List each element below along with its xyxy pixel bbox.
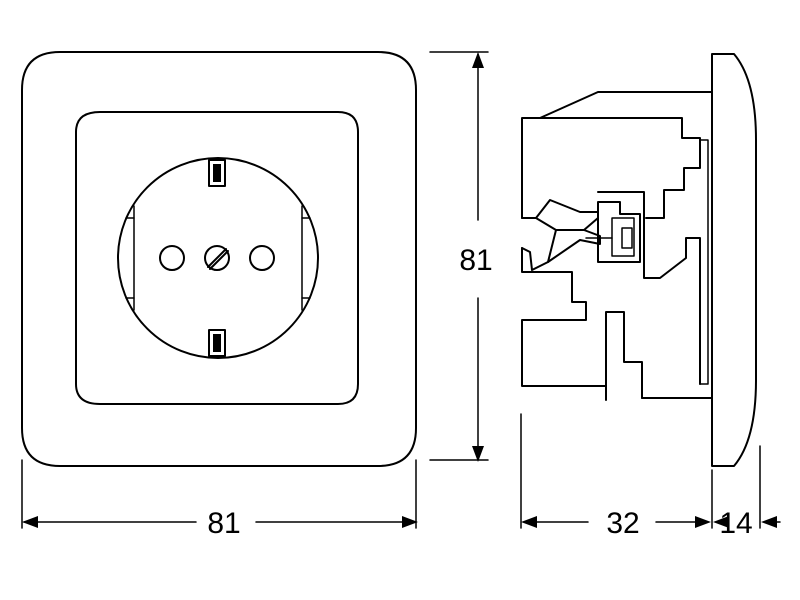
depth-arrow-right: [695, 516, 711, 528]
depth-arrow-left: [521, 516, 537, 528]
wire-entry-jaw: [521, 199, 601, 271]
width-arrow-right: [402, 516, 418, 528]
frame-arrow-left: [713, 516, 729, 528]
front-view: [21, 51, 417, 467]
width-arrow-left: [22, 516, 38, 528]
pin-hole-right: [249, 245, 275, 271]
body-step-lower: [605, 379, 643, 401]
earth-clip-bottom-inner: [213, 334, 221, 352]
dim-label-frame-depth: 14: [719, 507, 752, 540]
earth-clip-top-inner: [213, 164, 221, 182]
cover-inner-edge: [699, 139, 709, 385]
body-step-mid: [597, 191, 701, 385]
side-view: [521, 53, 757, 467]
terminal-clamp: [611, 217, 635, 257]
dim-label-front-width: 81: [207, 507, 240, 540]
dim-label-side-depth: 32: [606, 507, 639, 540]
frame-arrow-right: [761, 516, 777, 528]
pin-hole-left: [159, 245, 185, 271]
terminal-block: [597, 201, 641, 263]
height-arrow-top: [472, 52, 484, 68]
screw-slot: [207, 248, 227, 268]
socket-recess: [117, 157, 319, 359]
dimension-lines: [21, 51, 781, 529]
socket-well: [133, 205, 303, 311]
outer-frame: [21, 51, 417, 467]
inner-plate: [75, 111, 359, 405]
body-step-upper: [539, 117, 701, 219]
socket-well-corners: [125, 217, 311, 299]
center-screw: [204, 245, 230, 271]
height-arrow-bottom: [472, 446, 484, 462]
dim-label-front-height: 81: [459, 244, 492, 277]
cover-plate: [711, 53, 757, 467]
